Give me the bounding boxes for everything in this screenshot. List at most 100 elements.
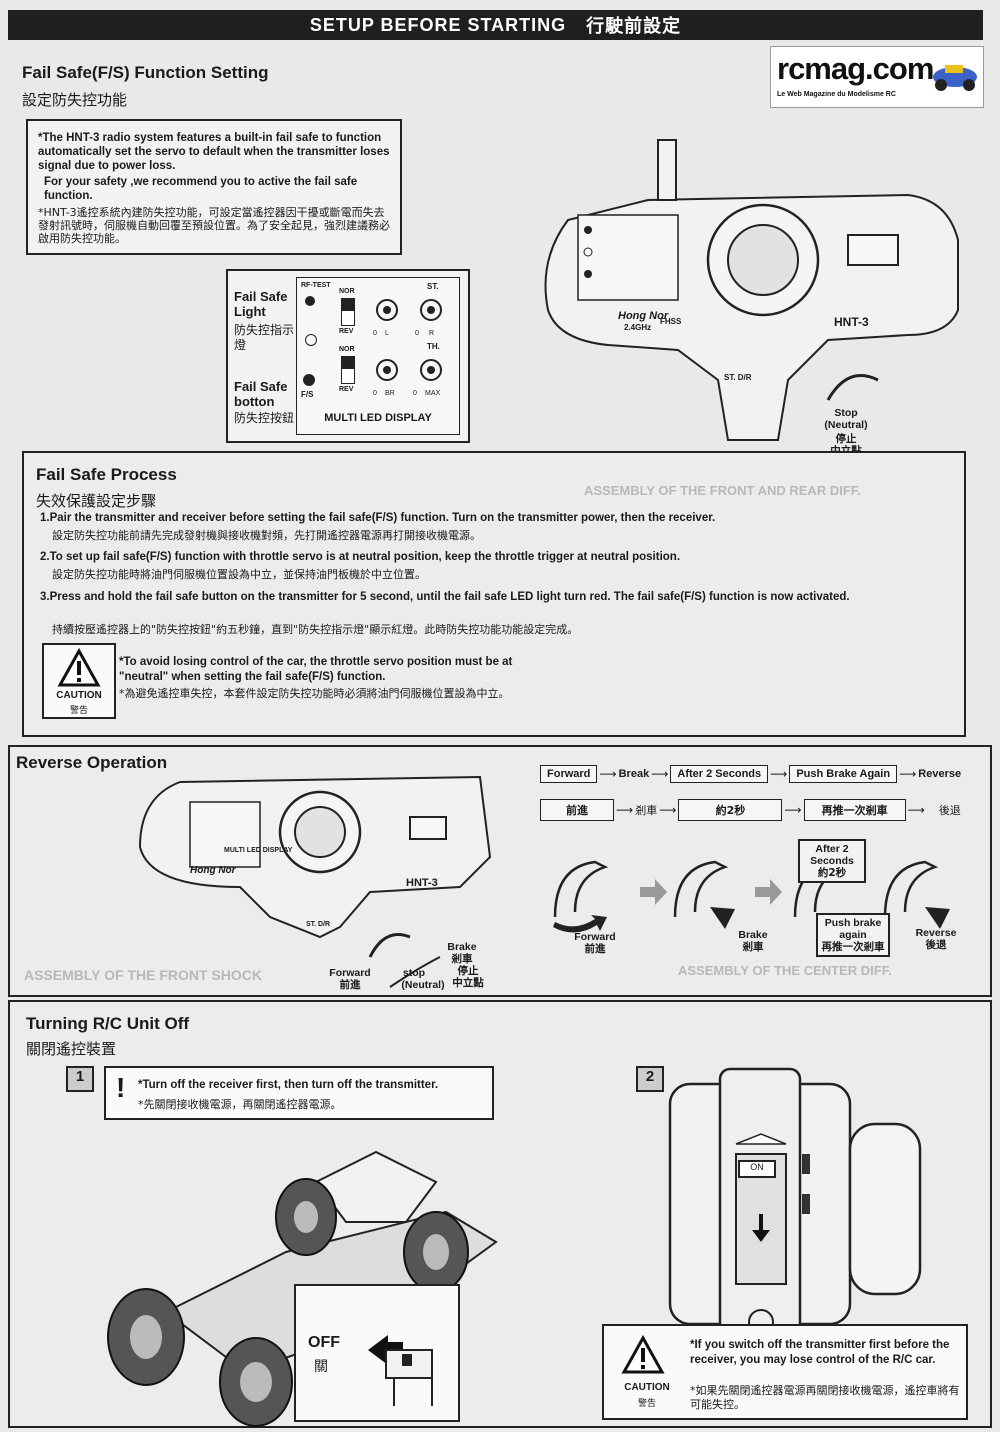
reverse-tx-st-dr: ST. D/R <box>306 921 331 928</box>
th-zero-2: 0 <box>413 390 417 397</box>
logo-tagline: Le Web Magazine du Modelisme RC <box>777 91 896 98</box>
st-reverse-switch[interactable] <box>341 298 355 326</box>
rc-car-logo-icon <box>933 65 977 91</box>
led-display-zoom: Fail Safe Light 防失控指示燈 Fail Safe botton … <box>226 269 470 443</box>
flow-arrow-icon: ⟶ <box>907 803 925 817</box>
turnoff-caution-label-zh: 警告 <box>637 1399 656 1409</box>
reverse-flow-en: Forward ⟶ Break ⟶ After 2 Seconds ⟶ Push… <box>540 765 961 783</box>
turnoff-caution-box: CAUTION 警告 *If you switch off the transm… <box>602 1324 968 1420</box>
st-r-label: R <box>429 330 435 337</box>
seq-reverse-zh: 後退 <box>925 939 947 951</box>
th-reverse-switch[interactable] <box>341 356 355 384</box>
th-zero-1: 0 <box>373 390 377 397</box>
process-caution-zh: *為避免遙控車失控，本套件設定防失控功能時必須將油門伺服機位置設為中立。 <box>119 687 510 700</box>
flow-arrow-icon: ⟶ <box>659 803 677 817</box>
seq-push-box: Push brake again 再推一次剎車 <box>816 913 890 957</box>
reverse-brake-label-zh: 剎車 <box>451 953 473 965</box>
reverse-tx-model: HNT-3 <box>406 877 438 889</box>
off-label: OFF <box>308 1334 340 1351</box>
ghost-assembly-rear: ASSEMBLY OF THE FRONT AND REAR DIFF. <box>584 483 861 498</box>
seq-push-zh: 再推一次剎車 <box>821 941 885 953</box>
failsafe-button-icon[interactable] <box>303 374 315 386</box>
failsafe-note-zh: *HNT-3遙控系統內建防失控功能，可設定當遙控器因干擾或斷電而失去發射訊號時，… <box>38 206 390 245</box>
flow-reverse: Reverse <box>918 768 962 780</box>
seq-after-zh: 約2秒 <box>817 867 847 879</box>
on-switch-label[interactable]: ON <box>738 1160 776 1178</box>
reverse-stop-label-zh: 停止 中立點 <box>452 965 484 989</box>
off-switch-zoom: OFF 關 <box>294 1284 460 1422</box>
rcmag-logo: rcmag.com Le Web Magazine du Modelisme R… <box>770 46 984 108</box>
step-1-box: ! *Turn off the receiver first, then tur… <box>104 1066 494 1120</box>
failsafe-note-en: *The HNT-3 radio system features a built… <box>38 132 390 172</box>
process-step-2: 2.To set up fail safe(F/S) function with… <box>40 551 681 563</box>
turnoff-caution-en: *If you switch off the transmitter first… <box>690 1339 950 1366</box>
step-1-badge: 1 <box>66 1066 94 1092</box>
step-1-zh: *先關閉接收機電源，再關閉遙控器電源。 <box>138 1098 342 1111</box>
ghost-assembly-center: ASSEMBLY OF THE CENTER DIFF. <box>678 963 892 978</box>
tx-model: HNT-3 <box>834 315 869 329</box>
reverse-title: Reverse Operation <box>16 753 168 772</box>
rf-test-label: RF-TEST <box>301 282 331 289</box>
flow-push: Push Brake Again <box>789 765 898 783</box>
process-step-2-zh: 設定防失控功能時將油門伺服機位置設為中立，並保持油門板機於中立位置。 <box>52 568 426 581</box>
reverse-tx-display: MULTI LED DISPLAY <box>224 847 293 854</box>
multi-led-display-label: MULTI LED DISPLAY <box>324 412 432 424</box>
reverse-panel: Reverse Operation HNT-3 Hong Nor ST. D/R… <box>8 745 992 997</box>
receiver-switch-icon[interactable] <box>358 1310 448 1406</box>
seq-forward: Forward <box>574 931 616 943</box>
flow-push-zh: 再推一次剎車 <box>803 799 906 821</box>
failsafe-title-zh: 設定防失控功能 <box>22 91 128 109</box>
turnoff-title-zh: 關閉遙控裝置 <box>26 1040 117 1058</box>
flow-after-zh: 約2秒 <box>678 799 783 821</box>
flow-break: Break <box>618 768 650 780</box>
st-l-label: L <box>385 330 389 337</box>
seq-after-box: After 2 Seconds 約2秒 <box>798 839 866 883</box>
seq-brake: Brake <box>738 929 768 941</box>
step-2-badge: 2 <box>636 1066 664 1092</box>
flow-arrow-icon: ⟶ <box>651 767 669 781</box>
process-step-3: 3.Press and hold the fail safe button on… <box>40 591 850 603</box>
page-header: SETUP BEFORE STARTING 行駛前設定 <box>8 10 983 40</box>
th-br-label: BR <box>385 390 395 397</box>
failsafe-section: Fail Safe(F/S) Function Setting 設定防失控功能 … <box>8 55 983 457</box>
tx-band: 2.4GHz <box>624 323 652 332</box>
reverse-forward-label-zh: 前進 <box>339 979 361 991</box>
failsafe-button-label: Fail Safe botton <box>234 379 288 409</box>
process-step-1-zh: 設定防失控功能前請先完成發射機與接收機對頻，先打開遙控器電源再打開接收機電源。 <box>52 529 481 542</box>
seq-reverse: Reverse <box>915 927 957 939</box>
reverse-brake-label: Brake <box>447 941 477 953</box>
nor-label-th: NOR <box>339 346 355 353</box>
transmitter-bottom-drawing <box>668 1067 922 1361</box>
turnoff-panel: Turning R/C Unit Off 關閉遙控裝置 1 ! *Turn of… <box>8 1000 992 1428</box>
fs-label: F/S <box>301 390 314 399</box>
tx-brand: Hong Nor <box>618 310 669 322</box>
flow-break-zh: 剎車 <box>635 804 658 817</box>
flow-after: After 2 Seconds <box>670 765 769 783</box>
flow-forward-zh: 前進 <box>540 799 614 821</box>
st-zero-2: 0 <box>415 330 419 337</box>
logo-text: rcmag.com <box>777 51 934 86</box>
ghost-assembly-shock: ASSEMBLY OF THE FRONT SHOCK <box>24 967 263 983</box>
transmitter-drawing <box>544 139 959 441</box>
th-max-label: MAX <box>425 390 441 397</box>
turnoff-title-en: Turning R/C Unit Off <box>26 1014 190 1033</box>
step-1-en: *Turn off the receiver first, then turn … <box>138 1079 439 1091</box>
tx-stop-label: Stop (Neutral) <box>824 407 868 431</box>
caution-label-zh: 警告 <box>69 706 88 716</box>
seq-after: After 2 Seconds <box>810 843 854 867</box>
caution-triangle-icon <box>621 1334 665 1374</box>
failsafe-process-panel: ASSEMBLY OF THE FRONT AND REAR DIFF. Fai… <box>22 451 966 737</box>
rev-label-st: REV <box>339 328 354 335</box>
header-title-zh: 行駛前設定 <box>586 16 682 37</box>
st-trim-dials-icon[interactable] <box>369 294 453 328</box>
reverse-forward-label: Forward <box>329 967 371 979</box>
process-step-3-zh: 持續按壓遙控器上的"防失控按鈕"約五秒鐘，直到"防失控指示燈"顯示紅燈。此時防失… <box>52 623 579 636</box>
process-caution-box: CAUTION 警告 <box>42 643 116 719</box>
reverse-flow-zh: 前進 ⟶ 剎車 ⟶ 約2秒 ⟶ 再推一次剎車 ⟶ 後退 <box>540 799 961 821</box>
st-label: ST. <box>427 282 439 291</box>
th-trim-dials-icon[interactable] <box>369 354 453 388</box>
process-title-zh: 失效保護設定步驟 <box>36 492 157 510</box>
trigger-sequence-icon <box>553 860 950 933</box>
st-zero-1: 0 <box>373 330 377 337</box>
failsafe-light-label-zh: 防失控指示燈 <box>234 323 295 352</box>
